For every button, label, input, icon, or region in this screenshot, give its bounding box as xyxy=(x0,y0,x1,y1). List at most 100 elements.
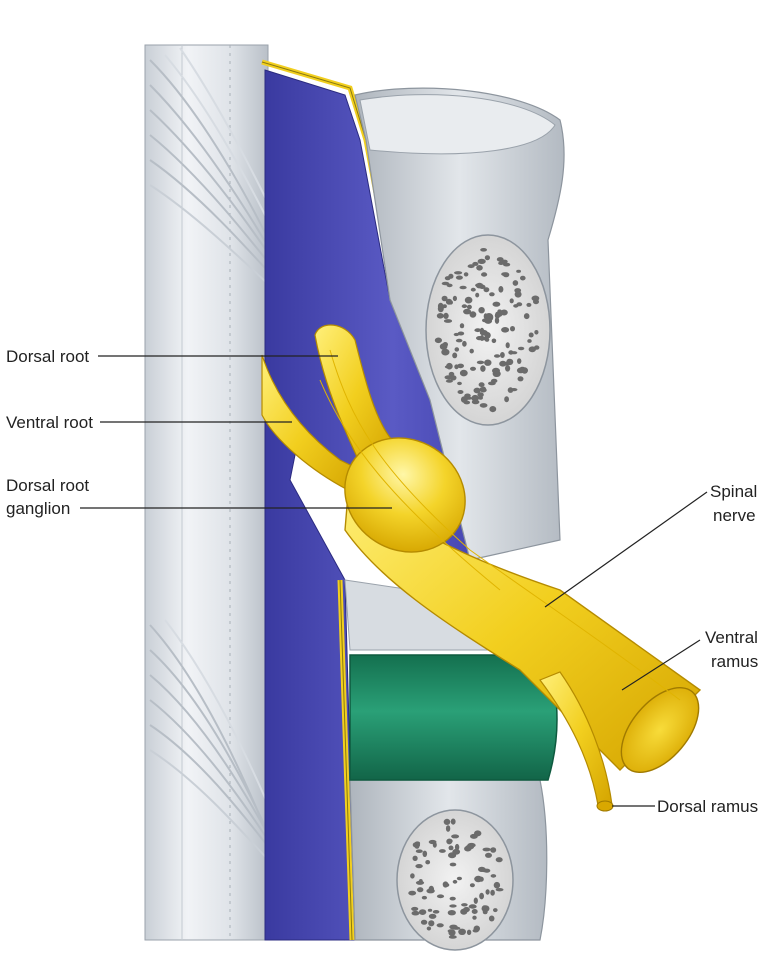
bone-pore xyxy=(496,257,504,262)
bone-pore xyxy=(478,396,483,400)
bone-pore xyxy=(415,864,423,869)
bone-pore xyxy=(534,330,539,335)
bone-pore xyxy=(510,326,515,332)
label-ganglion-line2: ganglion xyxy=(6,499,70,518)
bone-pore xyxy=(516,367,525,374)
bone-pore xyxy=(457,390,464,394)
bone-pore xyxy=(467,264,475,269)
bone-pore xyxy=(469,348,474,354)
bone-pore xyxy=(480,335,484,341)
bone-pore xyxy=(505,365,511,372)
bone-pore xyxy=(459,369,468,377)
bone-pore xyxy=(531,295,540,302)
bone-pore xyxy=(443,312,449,319)
bone-pore xyxy=(493,881,501,889)
bone-pore xyxy=(439,343,448,350)
label-ganglion-line1: Dorsal root xyxy=(6,476,89,495)
bone-pore xyxy=(498,261,504,266)
bone-pore xyxy=(459,323,465,329)
bone-pore xyxy=(417,887,424,893)
label-ventral-ramus-line1: Ventral xyxy=(705,628,758,647)
dorsal-root-ganglion xyxy=(344,437,466,553)
bone-pore xyxy=(466,929,472,935)
bone-pore xyxy=(501,272,509,276)
bone-pore xyxy=(442,304,447,309)
bone-pore xyxy=(480,248,487,252)
bone-pore xyxy=(490,874,497,878)
vertebra-lower xyxy=(349,779,548,951)
bone-pore xyxy=(448,845,454,851)
bone-pore xyxy=(408,890,417,896)
bone-pore xyxy=(457,331,465,336)
bone-pore xyxy=(449,375,457,381)
bone-pore xyxy=(427,908,433,912)
bone-pore xyxy=(425,860,431,865)
bone-pore xyxy=(528,332,534,338)
bone-pore xyxy=(428,913,437,919)
bone-pore xyxy=(484,255,490,261)
bone-pore xyxy=(450,818,456,825)
bone-pore xyxy=(441,295,448,302)
bone-pore xyxy=(508,350,514,355)
bone-pore xyxy=(412,855,418,861)
bone-pore xyxy=(449,862,457,867)
bone-pore xyxy=(444,276,451,281)
bone-pore xyxy=(473,387,481,394)
bone-pore xyxy=(469,311,477,318)
bone-pore xyxy=(503,262,511,267)
bone-pore xyxy=(455,275,463,280)
bone-pore xyxy=(415,880,425,885)
bone-pore xyxy=(507,387,514,393)
bone-pore xyxy=(505,342,510,349)
bone-pore xyxy=(485,889,490,895)
label-dorsal-root: Dorsal root xyxy=(6,347,89,366)
bone-pore xyxy=(489,292,495,297)
bone-pore xyxy=(448,935,457,939)
bone-pore xyxy=(484,359,492,366)
bone-pore xyxy=(490,889,495,896)
bone-pore xyxy=(426,926,432,931)
bone-pore xyxy=(445,298,453,305)
bone-pore xyxy=(457,363,464,369)
bone-pore xyxy=(495,888,504,892)
bone-pore xyxy=(472,261,479,266)
cancellous-bone-upper xyxy=(425,234,551,426)
bone-pore xyxy=(411,910,420,916)
bone-pore xyxy=(445,825,451,832)
bone-pore xyxy=(520,275,526,281)
leader-spinal-nerve xyxy=(544,491,708,608)
leader-lines xyxy=(80,355,708,807)
bone-pore xyxy=(490,847,497,853)
bone-pore xyxy=(459,285,467,290)
bone-pore xyxy=(465,844,474,850)
bone-pore xyxy=(472,928,479,933)
bone-pore xyxy=(516,269,521,273)
bone-pore xyxy=(452,848,461,855)
bone-pore xyxy=(414,844,420,849)
bone-pore xyxy=(410,873,415,879)
bone-pore xyxy=(446,838,453,845)
label-spinal-nerve-line1: Spinal xyxy=(710,482,757,501)
bone-pore xyxy=(411,906,419,911)
bone-pore xyxy=(480,365,486,372)
bone-pore xyxy=(488,915,495,922)
bone-pore xyxy=(489,406,497,413)
bone-pore xyxy=(499,360,507,367)
bone-pore xyxy=(509,298,514,304)
bone-pore xyxy=(482,905,487,911)
label-ventral-ramus-line2: ramus xyxy=(711,652,758,671)
bone-pore xyxy=(421,895,427,900)
bone-pore xyxy=(495,857,503,863)
bone-pore xyxy=(492,367,500,374)
bone-pore xyxy=(476,265,483,271)
bone-pore xyxy=(512,280,519,286)
labels: Dorsal root Ventral root Dorsal root gan… xyxy=(6,347,758,816)
bone-pore xyxy=(422,850,428,857)
bone-pore xyxy=(476,360,485,365)
bone-pore xyxy=(463,906,470,913)
bone-pore xyxy=(497,309,502,314)
bone-pore xyxy=(454,843,460,851)
bone-pore xyxy=(470,366,476,371)
bone-pore xyxy=(454,347,460,352)
bone-pore xyxy=(478,307,485,314)
